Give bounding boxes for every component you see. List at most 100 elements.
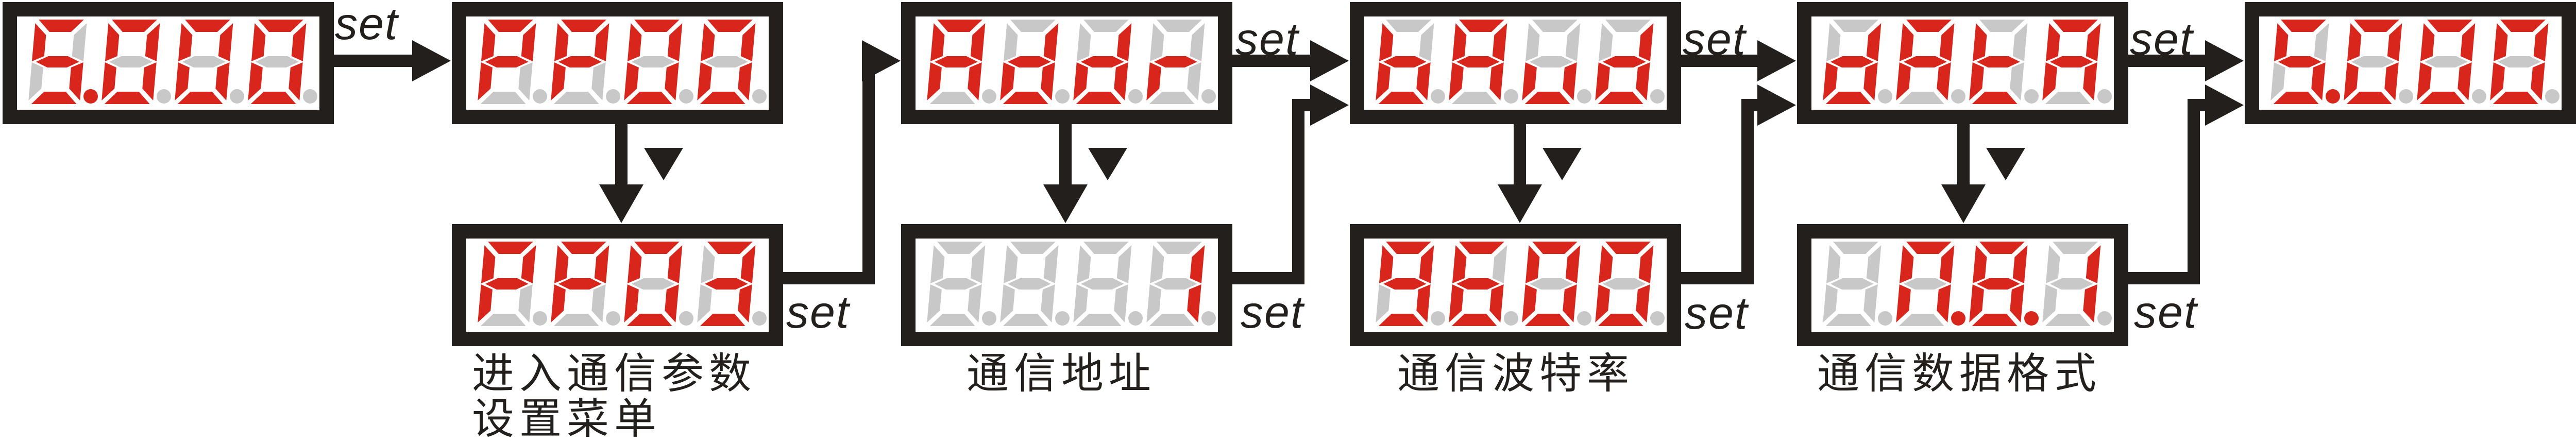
- digit-1: [28, 20, 87, 104]
- segment-g: [2351, 56, 2395, 67]
- segment-d: [1972, 92, 2018, 104]
- segment-f: [930, 23, 945, 61]
- decimal-point: [752, 311, 767, 326]
- segment-e: [28, 62, 43, 100]
- segment-f: [627, 23, 642, 61]
- segment-a: [1010, 20, 1056, 32]
- segment-d: [1149, 314, 1195, 326]
- segment-f: [2420, 23, 2435, 61]
- segment-e: [478, 62, 493, 100]
- segment-c: [2458, 62, 2472, 100]
- segment-a: [634, 20, 680, 32]
- segment-a: [1532, 242, 1578, 254]
- segment-g: [1529, 278, 1573, 290]
- segment-a: [937, 20, 982, 32]
- segment-c: [2311, 62, 2326, 100]
- segment-g: [1154, 278, 1197, 290]
- segment-f: [1003, 245, 1018, 283]
- connector-line: [1681, 99, 1758, 284]
- segment-b: [1116, 245, 1132, 283]
- segment-a: [561, 242, 606, 254]
- arrowhead-icon: [1941, 184, 1986, 223]
- segment-b: [1492, 245, 1507, 283]
- arrowhead-icon: [1757, 84, 1796, 126]
- segment-c: [1114, 284, 1128, 322]
- set-arrow-baud-to-data-format: [1681, 40, 1796, 81]
- segment-e: [1449, 62, 1464, 100]
- segment-a: [1157, 20, 1202, 32]
- digit-2: [1449, 20, 1507, 104]
- segment-e: [1595, 62, 1610, 100]
- segment-e: [2417, 62, 2432, 100]
- decimal-point: [1201, 311, 1216, 326]
- digit-4: [2042, 20, 2101, 104]
- segment-d: [626, 314, 672, 326]
- baud-value-display: [1350, 224, 1681, 346]
- segment-b: [594, 245, 609, 283]
- segment-c: [1489, 284, 1504, 322]
- segment-b: [2314, 23, 2329, 61]
- decimal-point: [1650, 311, 1665, 326]
- down-key-icon: [644, 148, 683, 180]
- segment-f: [1525, 23, 1540, 61]
- digit-4: [697, 242, 756, 326]
- segment-c: [1187, 284, 1201, 322]
- segment-b: [2012, 245, 2028, 283]
- segment-d: [2045, 92, 2091, 104]
- segment-e: [2042, 284, 2057, 322]
- segment-c: [1416, 284, 1431, 322]
- segment-d: [2273, 92, 2319, 104]
- segment-f: [554, 23, 569, 61]
- digit-4: [248, 20, 307, 104]
- segment-a: [488, 20, 533, 32]
- segment-e: [1376, 284, 1391, 322]
- digit-2: [1000, 242, 1059, 326]
- segment-a: [634, 242, 680, 254]
- segment-b: [1638, 23, 1654, 61]
- segment-d: [31, 92, 77, 104]
- segment-e: [1522, 62, 1537, 100]
- segment-g: [1080, 56, 1124, 67]
- segment-e: [2042, 62, 2057, 100]
- segment-g: [1383, 56, 1427, 67]
- segment-a: [112, 20, 157, 32]
- segment-f: [1379, 23, 1394, 61]
- segment-f: [105, 23, 120, 61]
- segment-a: [1833, 20, 1878, 32]
- down-arrow-data-format-to-data-value: [1941, 124, 2025, 223]
- segment-a: [1386, 242, 1431, 254]
- segment-f: [251, 23, 266, 61]
- connector-line: [2128, 99, 2206, 284]
- decimal-point: [2024, 311, 2039, 326]
- segment-b: [1043, 23, 1059, 61]
- digit-1: [1376, 20, 1434, 104]
- segment-f: [481, 245, 496, 283]
- segment-e: [478, 284, 493, 322]
- set-key-label: set: [1683, 13, 1747, 64]
- segment-d: [1598, 92, 1643, 104]
- segment-c: [1563, 62, 1577, 100]
- segment-b: [291, 23, 307, 61]
- decimal-point: [2097, 311, 2112, 326]
- decimal-point: [83, 89, 98, 104]
- segment-c: [968, 284, 982, 322]
- decimal-point: [2399, 89, 2413, 104]
- decimal-point: [1431, 89, 1445, 104]
- segment-e: [1146, 284, 1161, 322]
- segment-c: [2010, 284, 2024, 322]
- digit-1: [927, 20, 986, 104]
- segment-a: [1083, 242, 1129, 254]
- decimal-point: [1128, 89, 1143, 104]
- digit-2: [1896, 20, 1955, 104]
- caption-line: 进入通信参数: [472, 350, 757, 397]
- segment-a: [2281, 20, 2326, 32]
- segment-g: [631, 278, 675, 290]
- seven-segment-panel: [1376, 20, 1665, 104]
- segment-c: [1041, 62, 1055, 100]
- segment-d: [1825, 314, 1871, 326]
- segment-e: [1823, 62, 1838, 100]
- segment-g: [1154, 56, 1197, 67]
- segment-f: [1525, 245, 1540, 283]
- segment-a: [1386, 20, 1431, 32]
- param-menu-display: [452, 2, 783, 124]
